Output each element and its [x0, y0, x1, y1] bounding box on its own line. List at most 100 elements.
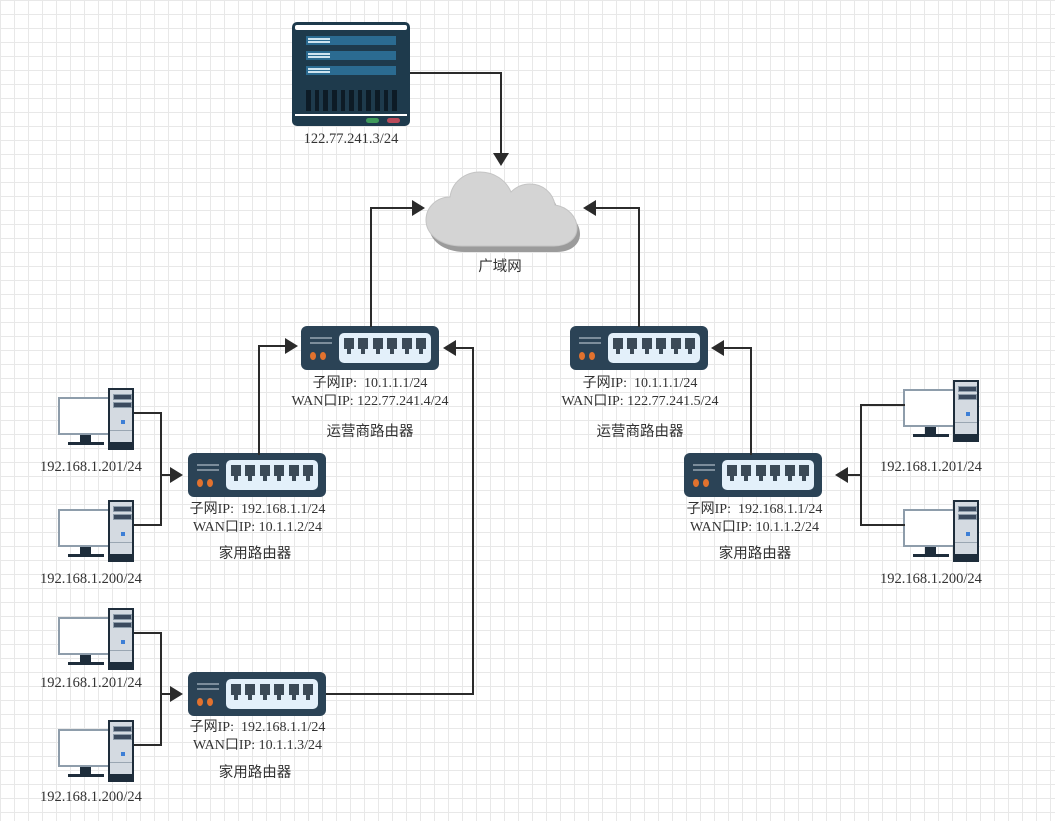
wan-cloud-label: 广域网 [478, 259, 522, 275]
wan-cloud-node[interactable] [418, 168, 583, 257]
pc-r-2-node[interactable] [903, 500, 979, 562]
monitor-icon [903, 509, 957, 547]
ethernet-port-icon [259, 465, 270, 481]
server-top-strip [295, 25, 407, 30]
link-isp-left-v [370, 207, 372, 327]
home-router-right-node[interactable] [684, 453, 822, 497]
pc-lb-1-ip-label: 192.168.1.201/24 [40, 675, 142, 691]
ethernet-port-icon [770, 465, 781, 481]
link-pc-lb-bus-h [160, 693, 172, 695]
monitor-icon [58, 397, 112, 435]
link-home-lb-v [472, 348, 474, 695]
monitor-icon [903, 389, 957, 427]
monitor-icon [58, 509, 112, 547]
link-pc-lb-1-h [134, 632, 162, 634]
router-status-lines-icon [197, 464, 219, 474]
server-ip-label: 122.77.241.3/24 [303, 131, 399, 147]
monitor-stand-base [68, 774, 104, 777]
home-router-left-top-subnet-ip: 子网IP: 192.168.1.1/24 [189, 502, 326, 517]
link-pc-lt-2-h [134, 524, 162, 526]
ethernet-port-icon [372, 338, 383, 354]
monitor-stand-base [913, 554, 949, 557]
ethernet-port-icon [288, 465, 299, 481]
router-status-lines-icon [579, 337, 601, 347]
server-panel-bars [306, 36, 396, 84]
isp-router-right-node[interactable] [570, 326, 708, 370]
pc-r-2-ip-label: 192.168.1.200/24 [880, 571, 982, 587]
router-status-lines-icon [693, 464, 715, 474]
home-router-left-top-node[interactable] [188, 453, 326, 497]
isp-router-left-node[interactable] [301, 326, 439, 370]
arrow-isp-right-to-cloud-icon [583, 200, 596, 216]
ethernet-port-icon [726, 465, 737, 481]
monitor-stand-base [68, 554, 104, 557]
monitor-stand-base [68, 662, 104, 665]
home-router-left-bottom-role-label: 家用路由器 [218, 765, 292, 781]
ethernet-port-icon [416, 338, 427, 354]
link-pc-lb-bus-v [160, 632, 162, 746]
monitor-stand-base [913, 434, 949, 437]
arrow-home-lb-to-isp-icon [443, 340, 456, 356]
isp-router-right-subnet-ip: 子网IP: 10.1.1.1/24 [582, 376, 698, 391]
router-port-panel [226, 679, 318, 709]
pc-lt-1-ip-label: 192.168.1.201/24 [40, 459, 142, 475]
pc-r-1-node[interactable] [903, 380, 979, 442]
power-led-icon [121, 752, 125, 756]
isp-router-left-subnet-ip: 子网IP: 10.1.1.1/24 [312, 376, 428, 391]
link-pc-lb-2-h [134, 744, 162, 746]
isp-router-left-wan-ip: WAN口IP: 122.77.241.4/24 [291, 394, 449, 409]
monitor-stand-neck [80, 767, 91, 774]
ethernet-port-icon [784, 465, 795, 481]
pc-tower-icon [108, 500, 134, 562]
ethernet-port-icon [230, 684, 241, 700]
ethernet-port-icon [274, 684, 285, 700]
pc-lt-2-node[interactable] [58, 500, 134, 562]
monitor-stand-neck [80, 655, 91, 662]
pc-tower-icon [108, 388, 134, 450]
link-isp-left-h [370, 207, 414, 209]
pc-r-1-ip-label: 192.168.1.201/24 [880, 459, 982, 475]
ethernet-port-icon [741, 465, 752, 481]
ethernet-port-icon [274, 465, 285, 481]
ethernet-port-icon [303, 465, 314, 481]
server-icon [292, 22, 410, 126]
ethernet-port-icon [641, 338, 652, 354]
router-port-panel [722, 460, 814, 490]
link-home-r-v [750, 348, 752, 455]
pc-lt-1-node[interactable] [58, 388, 134, 450]
router-led-dots-icon [579, 352, 595, 360]
link-pc-lt-bus-h [160, 474, 172, 476]
link-home-lt-up-v [258, 345, 260, 455]
monitor-stand-base [68, 442, 104, 445]
ethernet-port-icon [288, 684, 299, 700]
arrow-home-lt-to-isp-icon [285, 338, 298, 354]
monitor-stand-neck [80, 547, 91, 554]
monitor-icon [58, 617, 112, 655]
link-pc-lt-1-h [134, 412, 162, 414]
monitor-stand-neck [925, 427, 936, 434]
link-home-lb-top-h [456, 347, 474, 349]
link-home-lb-h [326, 693, 474, 695]
server-led-green-icon [366, 118, 379, 123]
router-port-panel [339, 333, 431, 363]
pc-tower-icon [108, 720, 134, 782]
isp-router-left-role-label: 运营商路由器 [326, 424, 414, 440]
server-foot-strip [295, 114, 407, 116]
monitor-stand-neck [80, 435, 91, 442]
pc-tower-icon [108, 608, 134, 670]
link-pc-r-bus-h [848, 474, 862, 476]
power-led-icon [966, 412, 970, 416]
ethernet-port-icon [343, 338, 354, 354]
power-led-icon [121, 532, 125, 536]
pc-tower-icon [953, 380, 979, 442]
link-pc-r-1-h [860, 404, 905, 406]
pc-lb-1-node[interactable] [58, 608, 134, 670]
arrow-pc-lb-to-router-icon [170, 686, 183, 702]
link-home-lt-up-h [258, 345, 286, 347]
router-led-dots-icon [310, 352, 326, 360]
cloud-icon [425, 171, 580, 252]
pc-lb-2-node[interactable] [58, 720, 134, 782]
home-router-left-bottom-node[interactable] [188, 672, 326, 716]
ethernet-port-icon [656, 338, 667, 354]
